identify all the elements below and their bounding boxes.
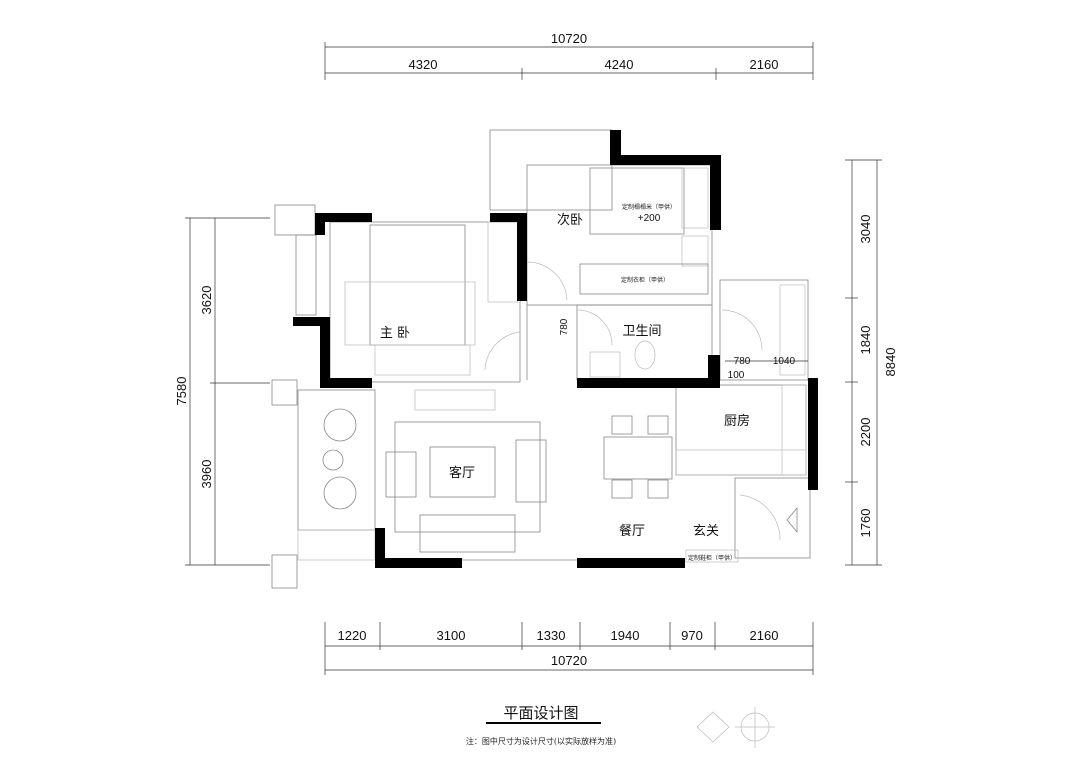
dim-top-3: 2160 [750, 57, 779, 72]
dim-step: 100 [728, 370, 745, 381]
dim-right-4: 1760 [858, 509, 873, 538]
dim-top-2: 4240 [605, 57, 634, 72]
dim-left-1: 3620 [199, 286, 214, 315]
dim-top-total: 10720 [551, 31, 587, 46]
tatami-label: 定制榻榻米（甲供） [622, 203, 676, 211]
dim-bottom-1: 1220 [338, 628, 367, 643]
dim-bottom-3: 1330 [537, 628, 566, 643]
drawing-title: 平面设计图 [503, 704, 578, 722]
right-dimensions: 3040 1840 2200 1760 8840 [845, 159, 898, 566]
room-kitchen: 厨房 [724, 413, 750, 429]
bottom-dimensions: 1220 3100 1330 1940 970 2160 10720 [324, 622, 814, 675]
dim-right-2: 1840 [858, 326, 873, 355]
dim-bottom-4: 1940 [611, 628, 640, 643]
dim-right-1: 3040 [858, 215, 873, 244]
dim-right-3: 2200 [858, 418, 873, 447]
room-entrance: 玄关 [693, 524, 719, 539]
dim-top-1: 4320 [409, 57, 438, 72]
dim-kitchen-b: 1040 [773, 356, 796, 367]
dim-bottom-6: 2160 [750, 628, 779, 643]
wardrobe-label: 定制衣柜（甲供） [621, 276, 669, 284]
dim-bottom-2: 3100 [437, 628, 466, 643]
tatami-height: +200 [638, 213, 661, 224]
compass-icon [735, 707, 775, 748]
dim-kitchen-a: 780 [734, 356, 751, 367]
dim-left-total: 7580 [174, 377, 189, 406]
dim-bath-door: 780 [559, 318, 570, 335]
drawing-note: 注：图中尺寸为设计尺寸(以实际放样为准) [466, 736, 616, 746]
room-master-bedroom: 主 卧 [380, 326, 410, 341]
room-living-room: 客厅 [449, 465, 475, 481]
room-dining-room: 餐厅 [619, 523, 645, 539]
top-dimensions: 10720 4320 4240 2160 [324, 31, 814, 80]
dim-bottom-total: 10720 [551, 653, 587, 668]
room-second-bedroom: 次卧 [557, 212, 583, 228]
room-bathroom: 卫生间 [622, 324, 661, 339]
dim-bottom-5: 970 [681, 628, 703, 643]
shoe-cabinet-label: 定制鞋柜（甲供） [688, 554, 736, 562]
left-dimensions: 7580 3620 3960 [174, 217, 270, 566]
walls [293, 130, 818, 568]
direction-icon [696, 711, 730, 743]
outlines [271, 129, 811, 589]
dim-left-2: 3960 [199, 460, 214, 489]
dim-right-total: 8840 [883, 348, 898, 377]
